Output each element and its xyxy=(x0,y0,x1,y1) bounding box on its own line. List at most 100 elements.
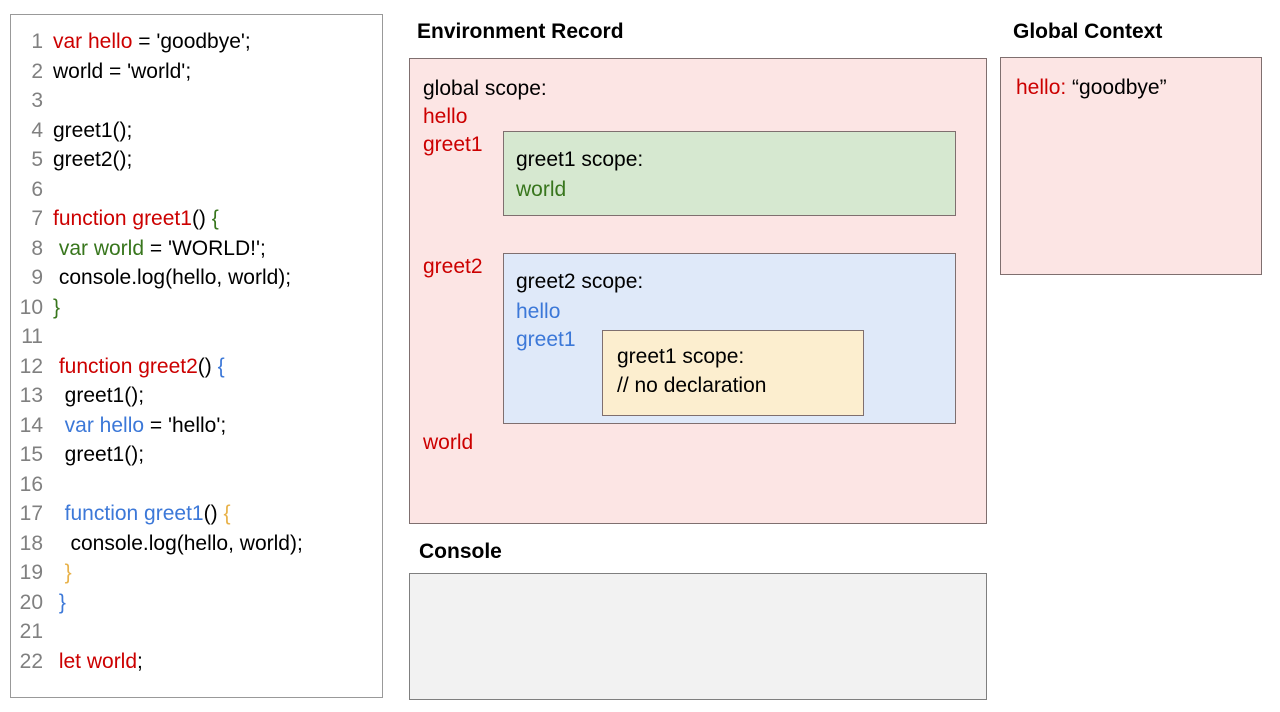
code-line[interactable]: 5 greet2(); xyxy=(11,145,382,175)
code-token: ; xyxy=(137,649,143,673)
code-token: = 'hello'; xyxy=(144,413,227,437)
code-token: function greet1 xyxy=(53,207,192,230)
code-line-text: var hello = 'goodbye'; xyxy=(53,27,251,57)
line-number: 22 xyxy=(19,649,43,673)
global-context-entry: hello: “goodbye” xyxy=(1016,74,1167,102)
code-line-text: greet1(); xyxy=(53,381,144,411)
line-number: 6 xyxy=(31,177,43,201)
global-context-entry-value: “goodbye” xyxy=(1072,76,1167,99)
greet2-scope-box: greet2 scope: hello greet1 greet1 scope:… xyxy=(503,253,956,424)
line-number: 3 xyxy=(31,89,43,112)
code-token: function greet2 xyxy=(53,354,198,378)
code-line[interactable]: 18 console.log(hello, world); xyxy=(11,529,382,559)
global-context-title: Global Context xyxy=(1013,20,1163,43)
console-box[interactable] xyxy=(409,573,987,700)
code-line[interactable]: 20 } xyxy=(11,588,382,618)
code-line-text: function greet1() { xyxy=(53,499,231,529)
code-token: () xyxy=(203,502,224,525)
code-token: var world xyxy=(53,236,145,260)
global-binding-greet1: greet1 xyxy=(423,133,483,156)
code-line[interactable]: 17 function greet1() { xyxy=(11,499,382,529)
line-number: 8 xyxy=(31,236,43,260)
code-line[interactable]: 11 xyxy=(11,322,382,352)
code-line-text: } xyxy=(53,558,72,588)
code-line-text: let world; xyxy=(53,647,143,677)
line-number: 16 xyxy=(19,472,43,496)
line-number: 11 xyxy=(21,325,43,348)
code-line-text: console.log(hello, world); xyxy=(53,529,303,559)
line-number: 21 xyxy=(19,620,43,643)
code-line[interactable]: 10} xyxy=(11,293,382,323)
code-token: = 'goodbye'; xyxy=(132,30,251,53)
code-line[interactable]: 8 var world = 'WORLD!'; xyxy=(11,234,382,264)
greet1-scope-box: greet1 scope: world xyxy=(503,131,956,216)
line-number: 9 xyxy=(31,266,43,289)
code-line-text: greet1(); xyxy=(53,116,132,146)
line-number: 10 xyxy=(19,295,43,319)
global-scope-heading: global scope: xyxy=(423,77,547,100)
code-line-text: var hello = 'hello'; xyxy=(53,411,227,441)
code-token: console.log(hello, world); xyxy=(53,531,303,555)
code-token: } xyxy=(53,561,72,584)
global-binding-world: world xyxy=(423,431,474,454)
code-line[interactable]: 7 function greet1() { xyxy=(11,204,382,234)
line-number: 5 xyxy=(31,148,43,171)
code-line-text: function greet2() { xyxy=(53,352,225,382)
greet2-binding-hello: hello xyxy=(516,300,561,323)
global-context-entry-key: hello: xyxy=(1016,76,1067,99)
code-line[interactable]: 14 var hello = 'hello'; xyxy=(11,411,382,441)
code-line[interactable]: 15 greet1(); xyxy=(11,440,382,470)
code-line[interactable]: 13 greet1(); xyxy=(11,381,382,411)
code-token: () xyxy=(197,354,218,378)
code-line-text: } xyxy=(53,588,66,618)
code-line-text: greet1(); xyxy=(53,440,144,470)
line-number: 14 xyxy=(19,413,43,437)
line-number: 4 xyxy=(31,118,43,142)
line-number: 17 xyxy=(19,502,43,525)
code-line[interactable]: 21 xyxy=(11,617,382,647)
console-title: Console xyxy=(419,540,502,563)
code-line[interactable]: 22 let world; xyxy=(11,647,382,677)
code-token: var hello xyxy=(53,30,133,53)
code-line-text: greet2(); xyxy=(53,145,132,175)
code-line[interactable]: 12 function greet2() { xyxy=(11,352,382,382)
code-token: greet1(); xyxy=(53,118,133,142)
greet1-scope-heading: greet1 scope: xyxy=(516,148,644,171)
code-token: { xyxy=(223,502,231,525)
greet1-inner-scope-heading: greet1 scope: xyxy=(617,345,745,368)
line-number: 2 xyxy=(31,59,43,83)
code-token: let world xyxy=(53,649,138,673)
code-token: function greet1 xyxy=(53,502,204,525)
code-line[interactable]: 19 } xyxy=(11,558,382,588)
environment-record-box: global scope: hello greet1 greet2 world … xyxy=(409,58,987,524)
greet1-binding-world: world xyxy=(516,178,567,201)
code-token: var hello xyxy=(53,413,145,437)
code-token: } xyxy=(53,590,66,614)
code-line[interactable]: 4 greet1(); xyxy=(11,116,382,146)
code-line[interactable]: 9 console.log(hello, world); xyxy=(11,263,382,293)
code-line-text: console.log(hello, world); xyxy=(53,263,291,293)
greet1-inner-scope-box: greet1 scope: // no declaration xyxy=(602,330,864,416)
line-number: 15 xyxy=(19,443,43,466)
greet2-scope-heading: greet2 scope: xyxy=(516,270,644,293)
global-binding-greet2: greet2 xyxy=(423,255,483,278)
code-line-text: function greet1() { xyxy=(53,204,219,234)
code-token: greet1(); xyxy=(53,384,145,407)
code-token: { xyxy=(211,207,219,230)
code-line[interactable]: 3 xyxy=(11,86,382,116)
line-number: 7 xyxy=(31,207,43,230)
code-line[interactable]: 6 xyxy=(11,175,382,205)
greet1-inner-scope-note: // no declaration xyxy=(617,374,767,397)
global-binding-hello: hello xyxy=(423,105,468,128)
line-number: 12 xyxy=(19,354,43,378)
code-token: } xyxy=(53,295,61,319)
code-token: = 'WORLD!'; xyxy=(144,236,266,260)
code-line[interactable]: 16 xyxy=(11,470,382,500)
code-token: { xyxy=(217,354,225,378)
code-line[interactable]: 2 world = 'world'; xyxy=(11,57,382,87)
code-line-text: world = 'world'; xyxy=(53,57,191,87)
global-context-box: hello: “goodbye” xyxy=(1000,57,1262,275)
